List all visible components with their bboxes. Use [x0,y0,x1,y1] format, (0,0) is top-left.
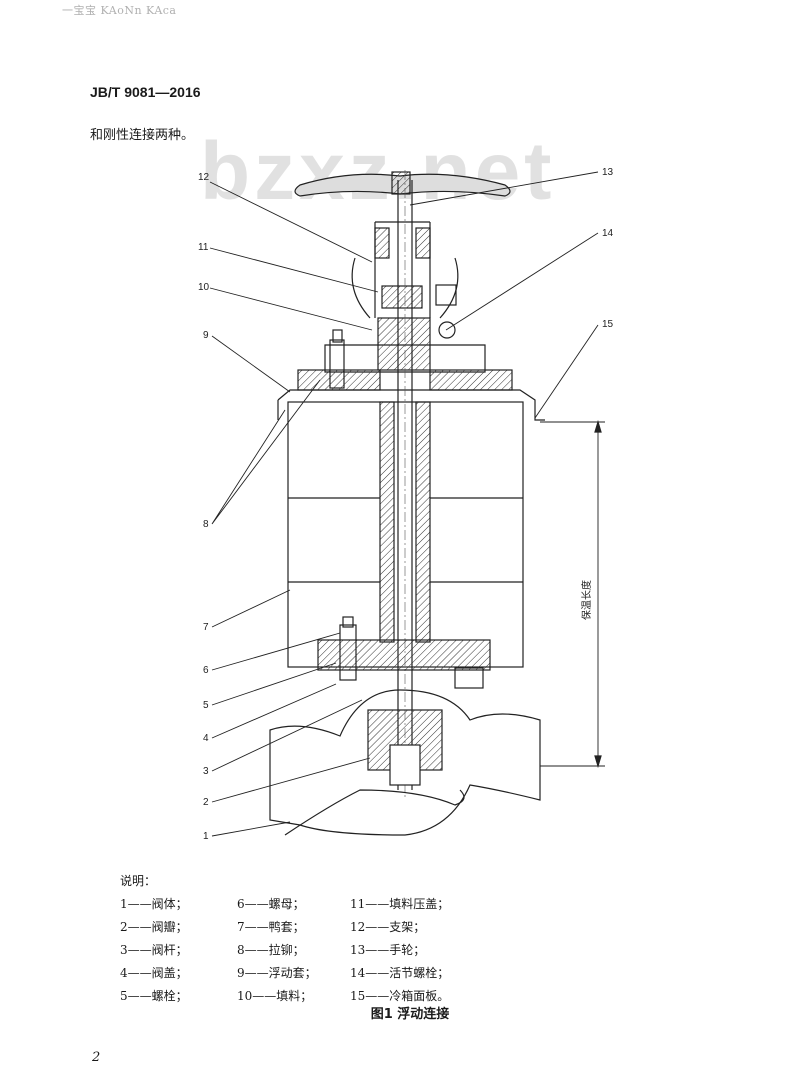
legend-item: 3——阀杆； [120,943,188,957]
legend-title: 说明： [120,874,157,888]
callout-14: 14 [602,228,614,239]
handwheel-part [294,171,511,197]
legend-item: 5——螺栓； [120,989,188,1003]
callout-5: 5 [203,700,209,711]
legend-item: 1——阀体； [120,897,188,911]
callout-1: 1 [203,831,209,842]
callout-9: 9 [203,330,209,341]
watermark: bzxz.net [200,126,556,217]
callout-10: 10 [198,282,210,293]
insulation-length-label: 保温长度 [580,580,593,620]
legend-item: 15——冷箱面板。 [350,989,450,1003]
floating-sleeve-part [287,401,524,668]
valve-body-part [269,689,541,836]
figure-caption: 图1 浮动连接 [370,1007,450,1022]
callout-11: 11 [198,242,209,253]
cold-box-panel [277,389,545,421]
callout-4: 4 [203,733,209,744]
legend-item: 12——支架； [350,920,426,934]
legend-item: 6——螺母； [237,897,305,911]
legend-item: 7——鸭套； [237,920,305,934]
callout-7: 7 [203,622,209,633]
legend-item: 11——填料压盖； [350,897,450,911]
bonnet-part [297,317,513,391]
legend-item: 4——阀盖； [120,966,188,980]
callout-3: 3 [203,766,209,777]
intro-text: 和刚性连接两种。 [90,128,195,143]
legend-item: 2——阀瓣； [120,920,188,934]
legend-item: 14——活节螺栓； [350,966,450,980]
legend-item: 9——浮动套； [237,966,317,980]
lower-flange-part [317,616,491,689]
callout-13: 13 [602,167,614,178]
callout-12: 12 [198,172,210,183]
callout-6: 6 [203,665,209,676]
leader-lines [209,171,599,837]
stem-part [397,180,413,790]
legend-item: 10——填料； [237,989,313,1003]
legend-item: 8——拉铆； [237,943,305,957]
standard-code: JB/T 9081—2016 [90,84,201,100]
page-number: 2 [92,1050,101,1065]
valve-technical-drawing: 12 11 10 9 8 7 6 5 4 3 2 1 13 14 15 保温长度 [198,167,614,842]
corner-mark: 一宝宝 KAoNn KAca [62,4,177,17]
callout-2: 2 [203,797,209,808]
callout-15: 15 [602,319,614,330]
legend-item: 13——手轮； [350,943,426,957]
callout-8: 8 [203,519,209,530]
